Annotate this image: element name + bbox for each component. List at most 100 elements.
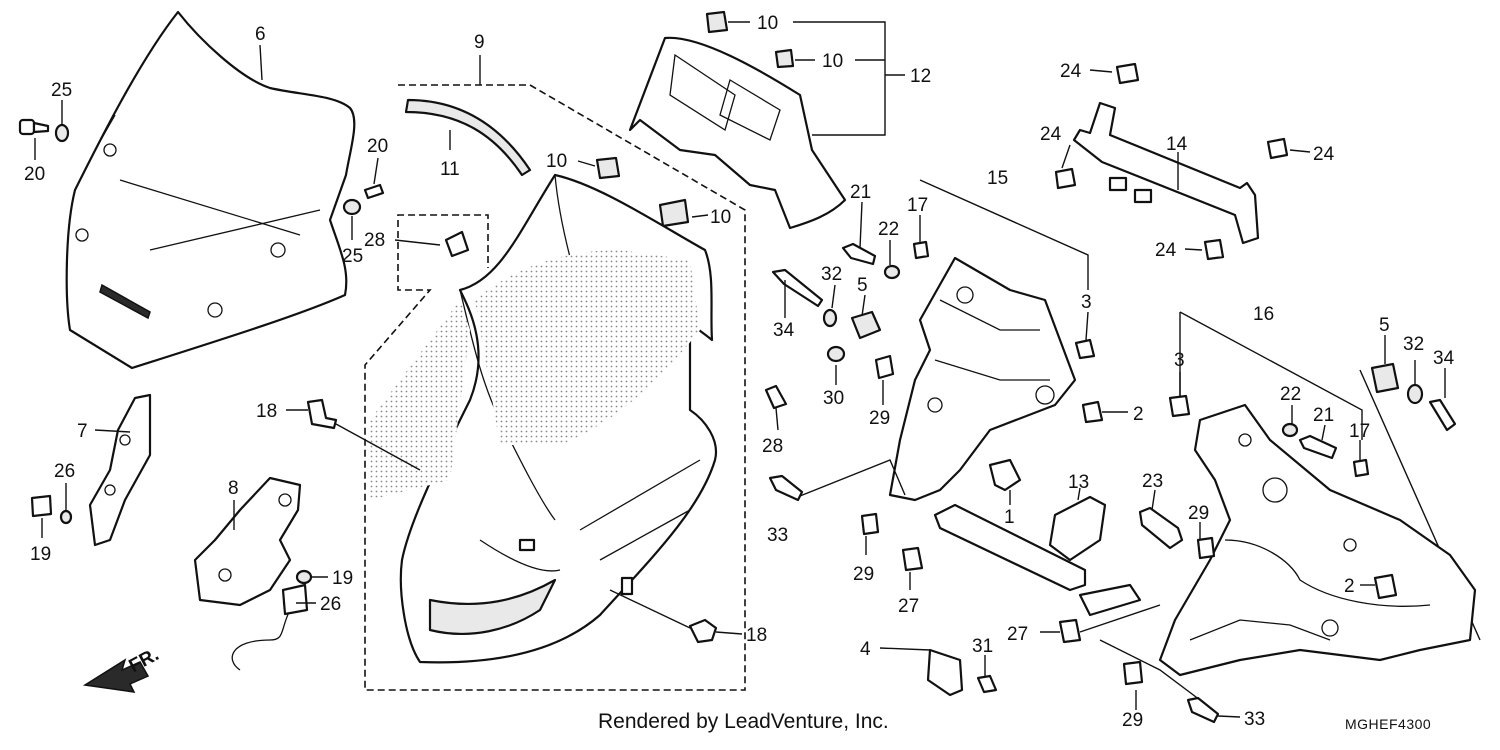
callout-24[interactable]: 24 <box>1060 61 1082 82</box>
bracket-8[interactable] <box>193 476 302 607</box>
callout-33[interactable]: 33 <box>1244 709 1265 730</box>
callout-13[interactable]: 13 <box>1068 472 1089 493</box>
rubber-5-upper[interactable] <box>850 310 882 340</box>
nut-30[interactable] <box>826 345 846 363</box>
callout-18[interactable]: 18 <box>256 401 277 422</box>
clip-28-lower[interactable] <box>764 384 788 410</box>
callout-3[interactable]: 3 <box>1174 350 1185 371</box>
washer-32-upper[interactable] <box>822 308 838 328</box>
callout-29[interactable]: 29 <box>869 408 890 429</box>
callout-34[interactable]: 34 <box>1433 348 1455 369</box>
nut-29-upper[interactable] <box>874 354 895 380</box>
callout-8[interactable]: 8 <box>228 478 239 499</box>
callout-12[interactable]: 12 <box>910 66 931 87</box>
pad-10-b[interactable] <box>658 198 690 228</box>
callout-17[interactable]: 17 <box>1349 421 1370 442</box>
callout-29[interactable]: 29 <box>853 564 874 585</box>
callout-27[interactable]: 27 <box>1007 624 1028 645</box>
callout-19[interactable]: 19 <box>332 568 353 589</box>
clip-17-lower[interactable] <box>1352 458 1370 478</box>
washer-32-lower[interactable] <box>1406 383 1424 405</box>
callout-23[interactable]: 23 <box>1142 471 1163 492</box>
callout-26[interactable]: 26 <box>54 461 75 482</box>
clamp-1[interactable] <box>988 458 1022 492</box>
bolt-33-upper[interactable] <box>768 474 804 502</box>
clip-28-upper[interactable] <box>444 230 470 258</box>
callout-25[interactable]: 25 <box>342 246 363 267</box>
bracket-7[interactable] <box>88 393 152 547</box>
callout-18[interactable]: 18 <box>746 625 767 646</box>
bolt-23[interactable] <box>1138 506 1184 550</box>
pad-10-a[interactable] <box>595 156 621 180</box>
callout-15[interactable]: 15 <box>987 168 1008 189</box>
washer-25-right[interactable] <box>342 198 362 216</box>
callout-24[interactable]: 24 <box>1155 240 1177 261</box>
bolt-18-lower[interactable] <box>688 618 718 644</box>
callout-19[interactable]: 19 <box>30 544 51 565</box>
callout-24[interactable]: 24 <box>1040 124 1062 145</box>
callout-1[interactable]: 1 <box>1004 507 1015 528</box>
callout-6[interactable]: 6 <box>255 24 266 45</box>
collar-3-upper[interactable] <box>1074 338 1096 360</box>
callout-24[interactable]: 24 <box>1313 144 1335 165</box>
nut-29-right[interactable] <box>1196 536 1216 560</box>
cross-member[interactable] <box>933 503 1142 617</box>
callout-32[interactable]: 32 <box>821 264 842 285</box>
callout-34[interactable]: 34 <box>773 320 795 341</box>
callout-10[interactable]: 10 <box>757 13 778 34</box>
screw-20-right[interactable] <box>363 183 385 200</box>
callout-32[interactable]: 32 <box>1403 334 1424 355</box>
bracket-13[interactable] <box>1048 495 1107 562</box>
rubber-5-lower[interactable] <box>1370 362 1400 394</box>
callout-4[interactable]: 4 <box>860 639 871 660</box>
bracket-14[interactable] <box>1072 101 1260 245</box>
callout-31[interactable]: 31 <box>972 636 993 657</box>
pad-10-d[interactable] <box>774 48 795 69</box>
washer-25-left[interactable] <box>54 123 70 143</box>
bolt-33-lower[interactable] <box>1186 696 1220 724</box>
grommet-27-right[interactable] <box>1058 618 1082 644</box>
collar-19-right[interactable] <box>295 569 313 585</box>
screw-31[interactable] <box>976 674 998 694</box>
callout-2[interactable]: 2 <box>1344 576 1355 597</box>
bolt-34-upper[interactable] <box>771 268 824 308</box>
callout-5[interactable]: 5 <box>1379 315 1390 336</box>
callout-30[interactable]: 30 <box>823 388 844 409</box>
trim-strip-11[interactable] <box>404 98 532 177</box>
callout-21[interactable]: 21 <box>850 182 871 203</box>
callout-10[interactable]: 10 <box>822 51 843 72</box>
callout-21[interactable]: 21 <box>1313 405 1334 426</box>
nut-29-bottom[interactable] <box>1122 660 1144 686</box>
pad-10-c[interactable] <box>705 10 729 34</box>
callout-28[interactable]: 28 <box>364 230 385 251</box>
collar-19-left[interactable] <box>30 494 53 518</box>
washer-22-lower[interactable] <box>1281 422 1299 438</box>
screw-20-left[interactable] <box>18 118 50 136</box>
clip-17-upper[interactable] <box>912 240 930 260</box>
nut-24-c[interactable] <box>1266 137 1289 160</box>
lower-stay-16[interactable] <box>1158 403 1477 677</box>
callout-33[interactable]: 33 <box>767 525 788 546</box>
connector-4[interactable] <box>281 583 309 616</box>
bolt-21-upper[interactable] <box>841 242 877 266</box>
nut-24-a[interactable] <box>1115 62 1140 85</box>
inner-panel-12[interactable] <box>628 36 847 230</box>
grommet-2-lower[interactable] <box>1373 573 1398 600</box>
callout-7[interactable]: 7 <box>77 421 88 442</box>
callout-14[interactable]: 14 <box>1166 134 1188 155</box>
grommet-27-left[interactable] <box>901 546 924 572</box>
callout-2[interactable]: 2 <box>1133 404 1144 425</box>
callout-10[interactable]: 10 <box>546 151 567 172</box>
callout-9[interactable]: 9 <box>474 32 485 53</box>
nut-24-b[interactable] <box>1054 167 1077 190</box>
callout-26[interactable]: 26 <box>320 594 341 615</box>
callout-11[interactable]: 11 <box>440 159 460 180</box>
upper-stay-15[interactable] <box>888 256 1077 502</box>
callout-22[interactable]: 22 <box>1280 384 1301 405</box>
callout-28[interactable]: 28 <box>762 436 783 457</box>
washer-22-upper[interactable] <box>883 264 901 280</box>
callout-29[interactable]: 29 <box>1122 710 1143 731</box>
callout-22[interactable]: 22 <box>878 219 899 240</box>
callout-16[interactable]: 16 <box>1253 304 1274 325</box>
bolt-34-lower[interactable] <box>1428 398 1457 432</box>
